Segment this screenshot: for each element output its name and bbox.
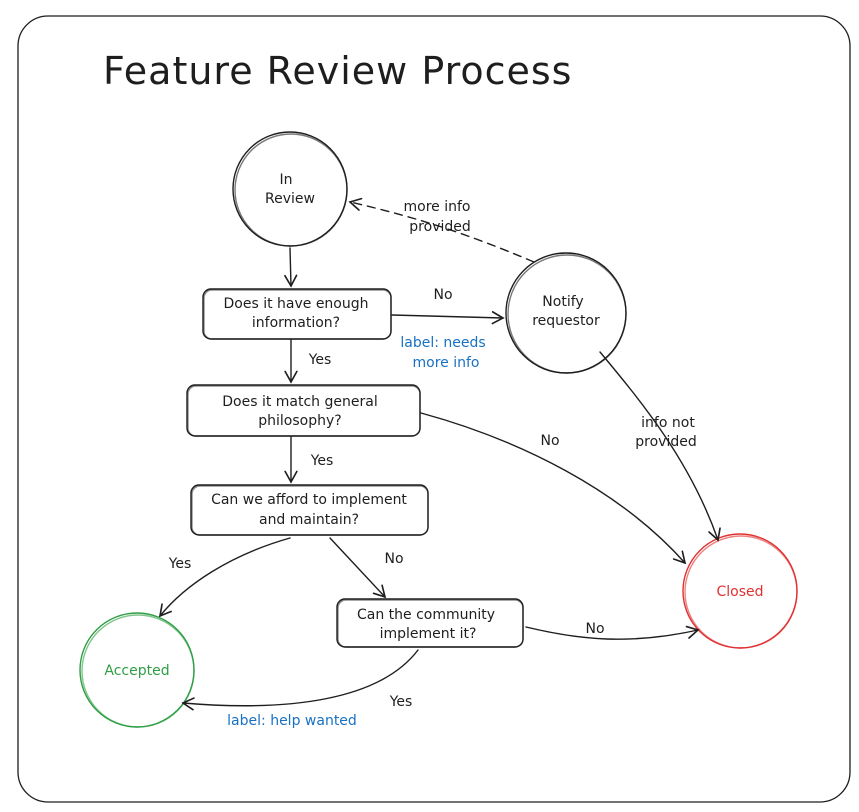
node-community-implement: Can the community implement it? bbox=[336, 598, 524, 648]
edge-community-yes-label: Yes bbox=[389, 694, 413, 710]
node-philosophy-line1: Does it match general bbox=[222, 394, 377, 410]
node-match-philosophy: Does it match general philosophy? bbox=[186, 384, 421, 437]
node-community-line1: Can the community bbox=[357, 607, 495, 623]
node-in-review-line2: Review bbox=[265, 191, 315, 207]
edge-enough-yes-label: Yes bbox=[308, 352, 332, 368]
edge-community-no-label: No bbox=[585, 621, 604, 637]
node-accepted-label: Accepted bbox=[104, 663, 169, 679]
node-closed: Closed bbox=[682, 533, 798, 649]
node-philosophy-line2: philosophy? bbox=[258, 413, 341, 429]
edge-notify-to-closed bbox=[599, 351, 721, 542]
edge-community-to-accepted bbox=[181, 649, 419, 711]
edge-community-to-closed bbox=[525, 625, 700, 640]
node-enough-information: Does it have enough information? bbox=[202, 288, 392, 340]
outer-frame bbox=[17, 15, 851, 803]
node-in-review: In Review bbox=[232, 131, 348, 247]
edge-more-info-line2: provided bbox=[409, 219, 470, 235]
edge-philosophy-no-label: No bbox=[540, 433, 559, 449]
node-afford-implement: Can we afford to implement and maintain? bbox=[190, 484, 429, 536]
node-notify-line2: requestor bbox=[532, 313, 600, 329]
node-enough-information-line2: information? bbox=[252, 315, 340, 331]
edge-notify-to-review bbox=[348, 197, 535, 263]
edge-philosophy-to-closed bbox=[420, 412, 687, 565]
node-notify-line1: Notify bbox=[542, 294, 583, 310]
edge-info-not-line2: provided bbox=[635, 434, 696, 450]
diagram-title: Feature Review Process bbox=[103, 49, 572, 93]
edge-needs-more-info-line1: label: needs bbox=[400, 335, 485, 351]
node-closed-label: Closed bbox=[716, 584, 763, 600]
node-afford-line1: Can we afford to implement bbox=[211, 492, 407, 508]
node-afford-line2: and maintain? bbox=[259, 512, 359, 528]
node-accepted: Accepted bbox=[79, 612, 195, 728]
edge-afford-to-accepted bbox=[158, 537, 291, 618]
node-enough-information-line1: Does it have enough bbox=[223, 296, 368, 312]
edge-needs-more-info-line2: more info bbox=[413, 355, 480, 371]
edge-afford-to-community bbox=[329, 537, 387, 599]
edge-more-info-line1: more info bbox=[404, 199, 471, 215]
node-notify-requestor: Notify requestor bbox=[505, 252, 627, 374]
edge-help-wanted-label: label: help wanted bbox=[227, 713, 357, 729]
edge-philosophy-yes-label: Yes bbox=[310, 453, 334, 469]
edge-enough-to-notify bbox=[391, 311, 505, 325]
edge-afford-yes-label: Yes bbox=[168, 556, 192, 572]
edge-info-not-line1: info not bbox=[641, 415, 695, 431]
node-in-review-line1: In bbox=[279, 172, 292, 188]
edge-review-to-enough bbox=[284, 247, 298, 288]
edge-enough-no-label: No bbox=[433, 287, 452, 303]
edge-afford-no-label: No bbox=[384, 551, 403, 567]
node-community-line2: implement it? bbox=[380, 626, 477, 642]
